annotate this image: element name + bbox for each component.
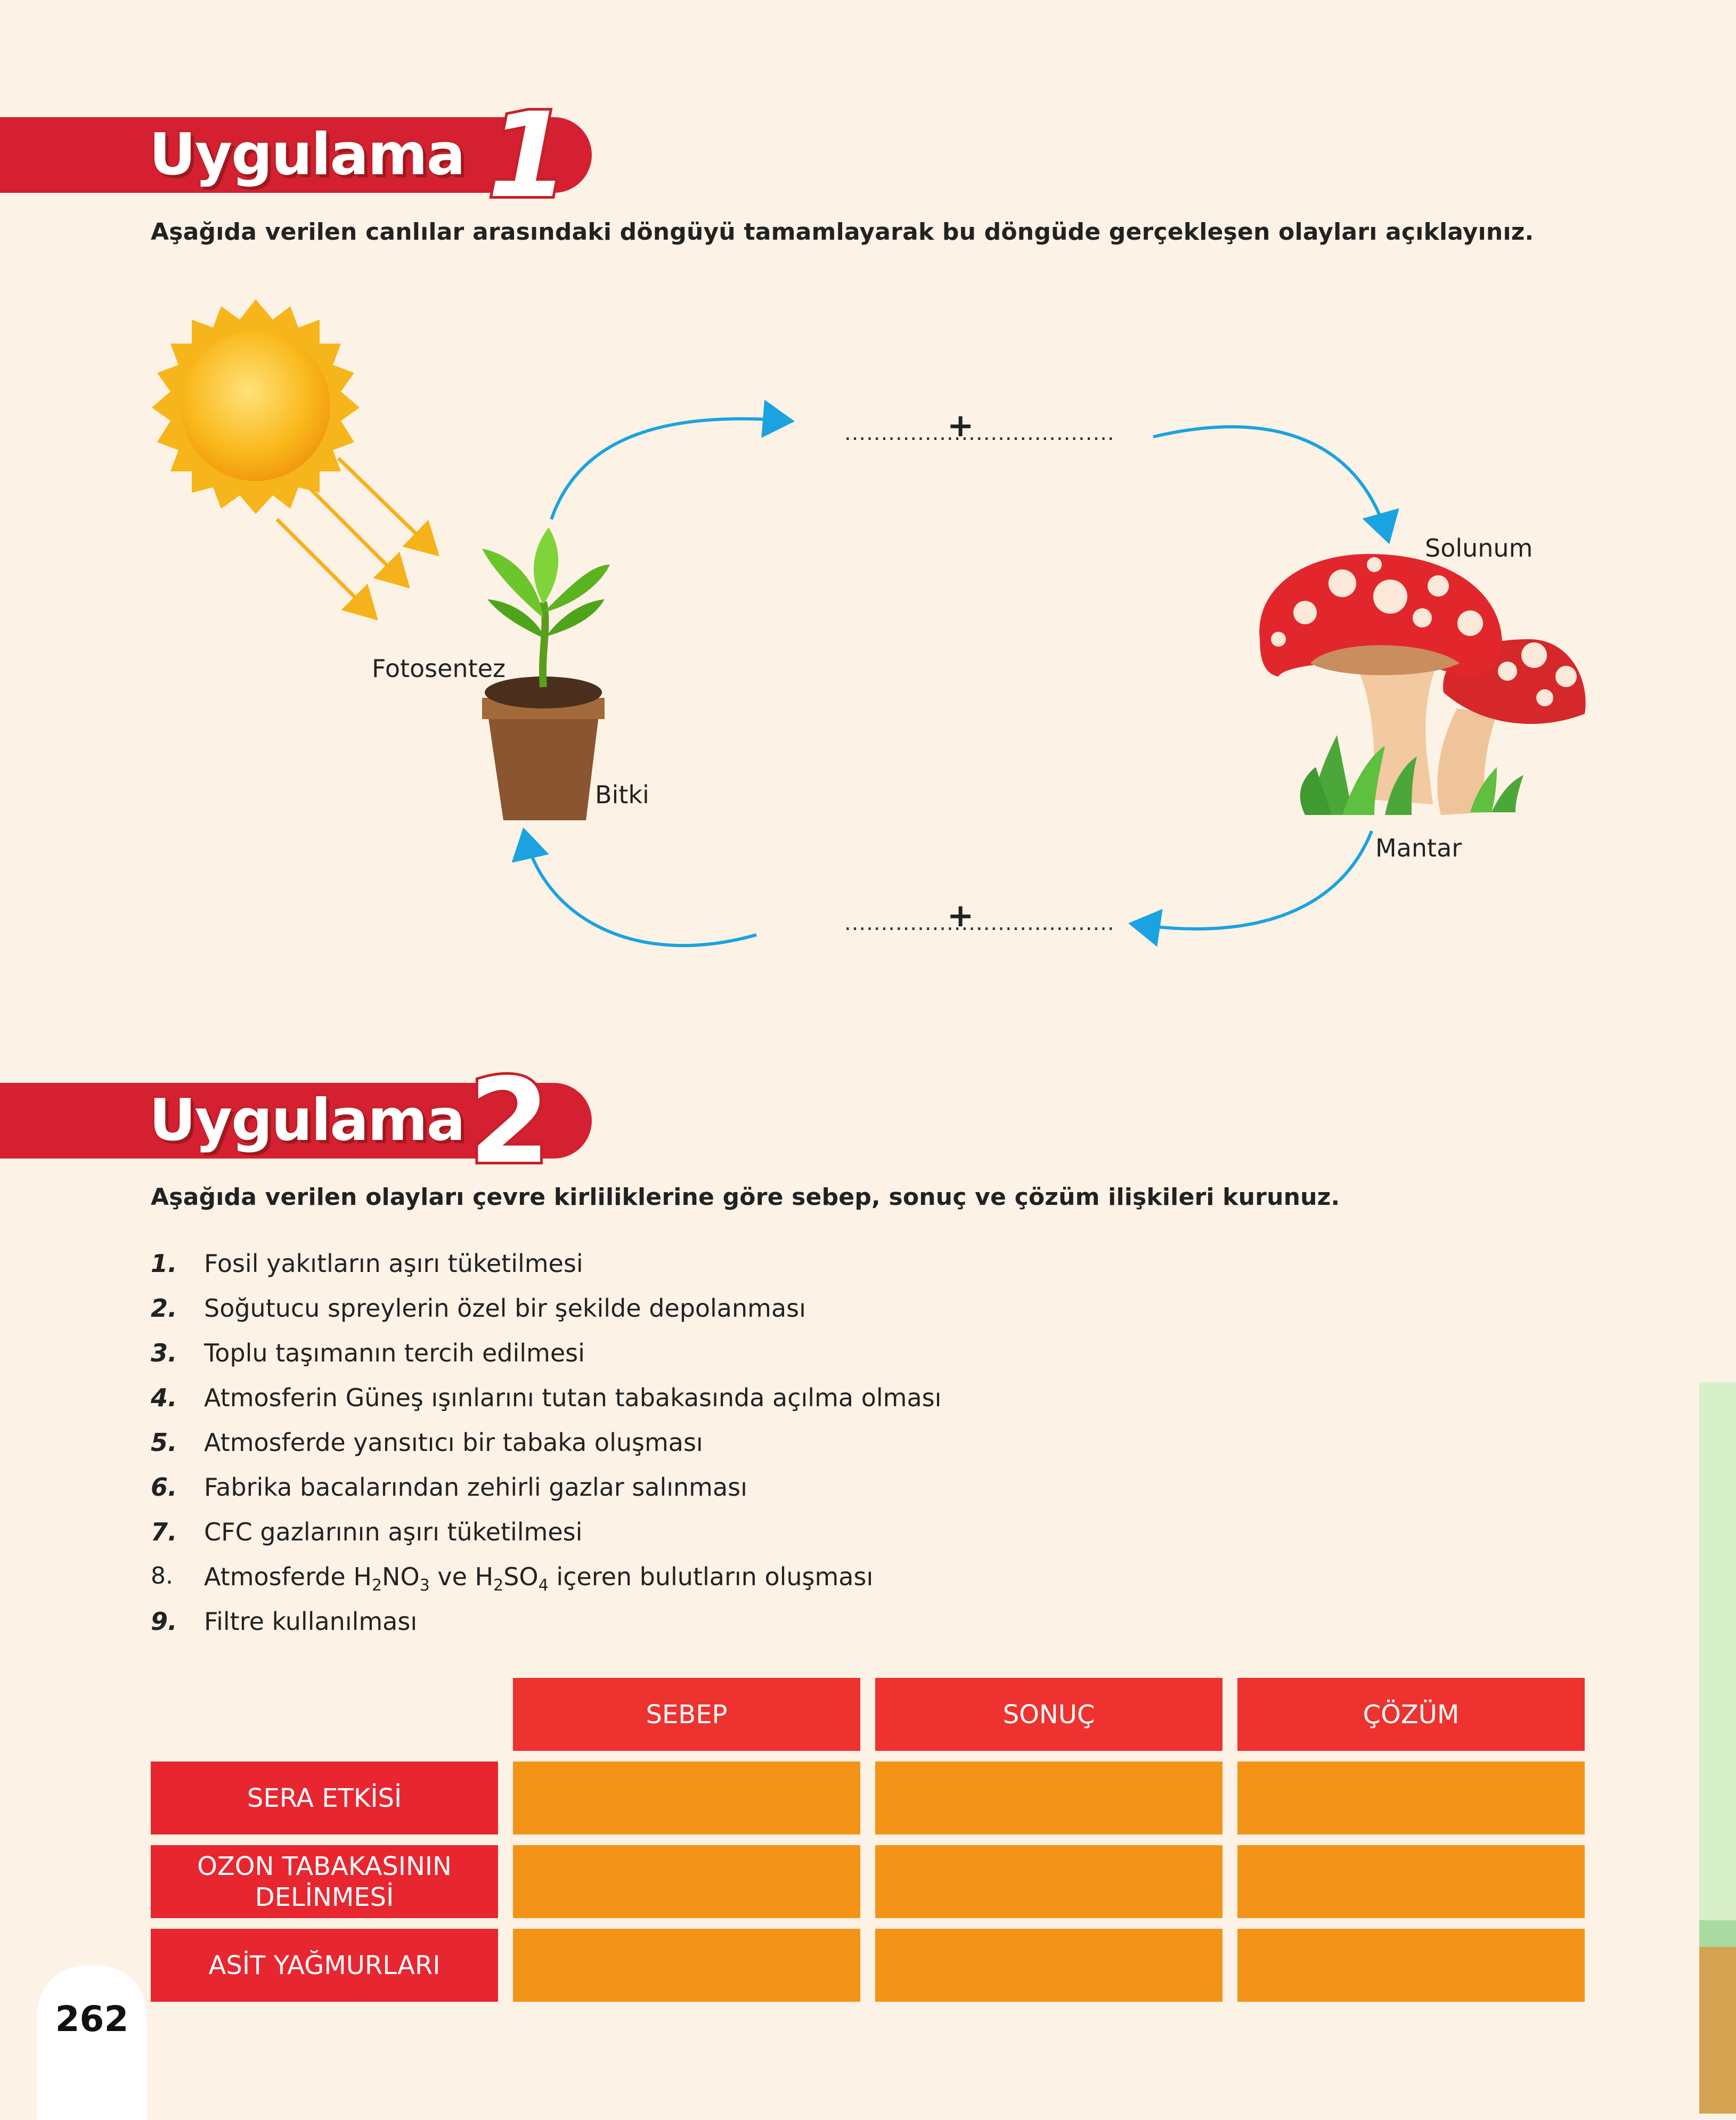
text-part: ve H: [429, 1562, 494, 1591]
label-photosynthesis: Fotosentez: [372, 654, 506, 683]
answer-cell[interactable]: [875, 1762, 1222, 1834]
arrow-top-to-mushroom: [1153, 425, 1399, 544]
label-respiration: Solunum: [1425, 534, 1533, 562]
mushroom-icon: [1259, 554, 1586, 815]
arrow-bottom-to-plant: [511, 827, 757, 948]
list-item-number: 7.: [151, 1518, 177, 1546]
answer-cell[interactable]: [1237, 1929, 1585, 2002]
page-number: 262: [55, 1999, 129, 2040]
list-item-text: Atmosferde H2NO3 ve H2SO4 içeren bulutla…: [204, 1562, 873, 1595]
answer-cell[interactable]: [513, 1929, 860, 2002]
label-plant: Bitki: [595, 780, 649, 809]
list-item-text: Fosil yakıtların aşırı tüketilmesi: [204, 1249, 583, 1278]
answer-cell[interactable]: [513, 1762, 860, 1834]
subscript: 3: [419, 1576, 430, 1595]
answer-cell[interactable]: [875, 1845, 1222, 1918]
text-part: Atmosferde H: [204, 1562, 372, 1591]
side-tab-green-dark: [1699, 1920, 1736, 1947]
answer-cell[interactable]: [513, 1845, 860, 1918]
list-item-number: 3.: [151, 1339, 177, 1367]
answer-cell[interactable]: [875, 1929, 1222, 2002]
section1-banner: Uygulama 1: [0, 92, 594, 219]
list-item-text: Toplu taşımanın tercih edilmesi: [204, 1339, 585, 1367]
answer-cell[interactable]: [1237, 1762, 1585, 1834]
side-tab-tan: [1699, 1947, 1736, 2114]
list-item-number: 9.: [151, 1607, 177, 1636]
list-item-number: 6.: [151, 1473, 177, 1502]
cycle-arrows: [511, 399, 1399, 948]
arrow-plant-to-top: [550, 399, 795, 520]
top-blank-left[interactable]: ...................: [844, 421, 983, 445]
bottom-blank-left[interactable]: ...................: [844, 911, 983, 935]
label-mushroom: Mantar: [1375, 834, 1462, 862]
cycle-diagram: [152, 299, 1586, 948]
answer-cell[interactable]: [1237, 1845, 1585, 1918]
section1-title: Uygulama: [148, 120, 467, 190]
row-header-ozone: OZON TABAKASININ DELİNMESİ: [151, 1845, 498, 1918]
text-part: NO: [382, 1562, 420, 1591]
list-item-text: Soğutucu spreylerin özel bir şekilde dep…: [204, 1294, 806, 1323]
column-header-solution: ÇÖZÜM: [1237, 1678, 1585, 1751]
text-part: içeren bulutların oluşması: [548, 1562, 874, 1591]
list-item-number: 1.: [151, 1249, 177, 1278]
row-header-greenhouse: SERA ETKİSİ: [151, 1762, 498, 1834]
list-item-text: Filtre kullanılması: [204, 1607, 418, 1636]
list-item-text: Atmosferin Güneş ışınlarını tutan tabaka…: [204, 1383, 942, 1412]
list-item-number: 8.: [151, 1562, 173, 1589]
subscript: 2: [371, 1576, 382, 1595]
top-blank-right[interactable]: ...................: [976, 421, 1115, 445]
list-item-text: CFC gazlarının aşırı tüketilmesi: [204, 1518, 583, 1546]
arrow-mushroom-to-bottom: [1128, 830, 1373, 947]
list-item-text: Atmosferde yansıtıcı bir tabaka oluşması: [204, 1428, 703, 1457]
section2-number: 2: [466, 1053, 553, 1189]
section1-number: 1: [485, 87, 572, 224]
sunlight-arrows: [275, 456, 440, 621]
side-tab-green: [1699, 1382, 1736, 1920]
bottom-blank-right[interactable]: ...................: [976, 911, 1115, 935]
subscript: 4: [538, 1576, 549, 1595]
list-item-number: 2.: [151, 1294, 177, 1323]
section1-instruction: Aşağıda verilen canlılar arasındaki döng…: [151, 218, 1534, 246]
list-item-text: Fabrika bacalarından zehirli gazlar salı…: [204, 1473, 747, 1502]
plant-pot-icon: [482, 527, 610, 820]
top-plus: +: [947, 407, 974, 444]
column-header-cause: SEBEP: [513, 1678, 860, 1751]
text-part: SO: [503, 1562, 539, 1591]
sun-icon: [152, 299, 360, 514]
section2-title: Uygulama: [148, 1086, 467, 1155]
subscript: 2: [493, 1576, 504, 1595]
row-header-acid-rain: ASİT YAĞMURLARI: [151, 1929, 498, 2002]
bottom-plus: +: [947, 897, 974, 934]
list-item-number: 4.: [151, 1383, 177, 1412]
page-number-box: [37, 1966, 146, 2120]
column-header-effect: SONUÇ: [875, 1678, 1222, 1751]
list-item-number: 5.: [151, 1428, 177, 1457]
section2-banner: Uygulama 2: [0, 1057, 594, 1185]
section2-instruction: Aşağıda verilen olayları çevre kirlilikl…: [151, 1184, 1340, 1211]
